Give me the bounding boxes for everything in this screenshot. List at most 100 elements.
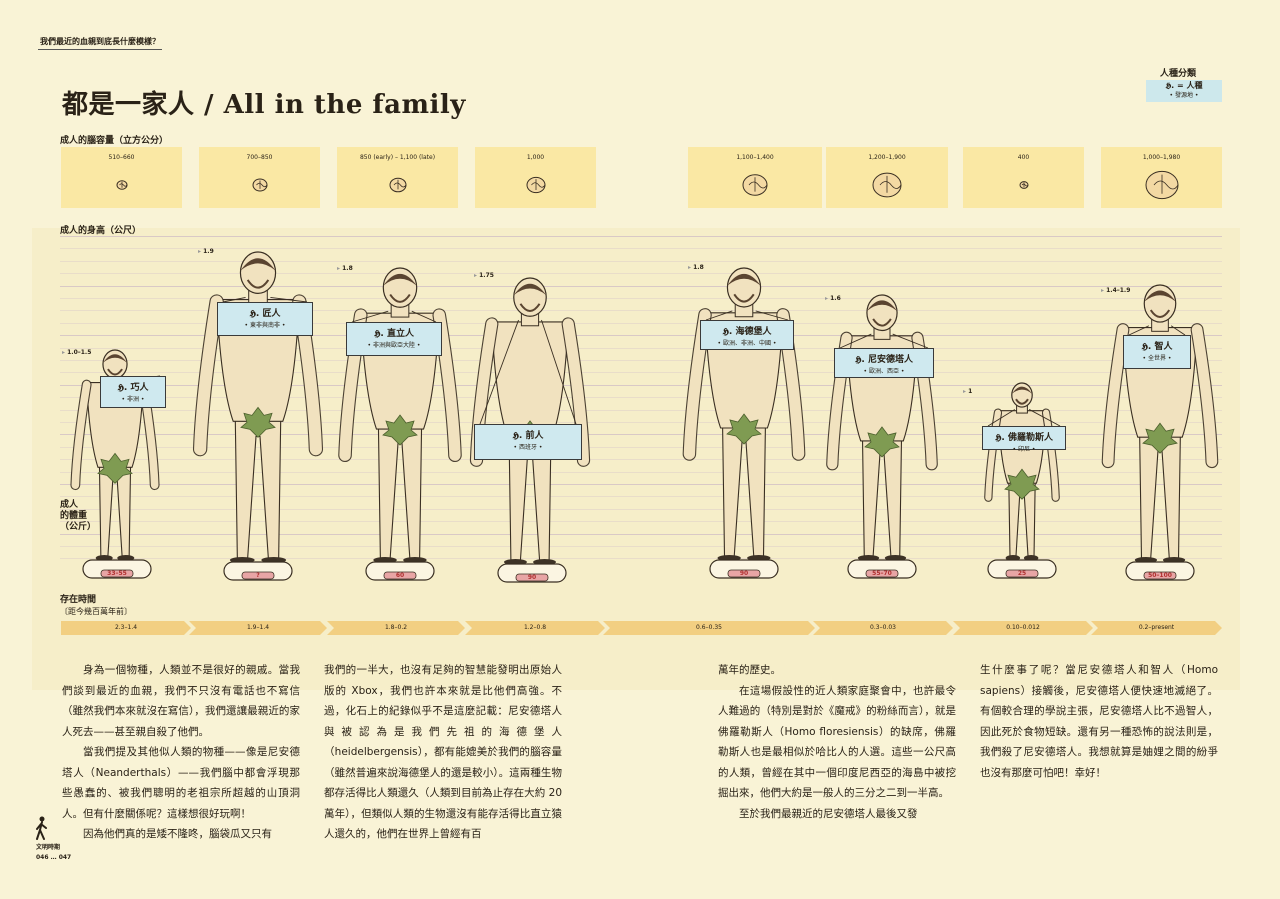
weight-value: 33–55 [107,570,127,577]
brain-icon [872,172,902,198]
page-numbers: 046 … 047 [36,854,72,861]
brain-icon [389,177,406,193]
hair [727,273,761,286]
section-tag: 我們最近的血親到底長什麼模樣？ [38,36,162,50]
species-region: • 西班牙 • [513,444,543,451]
time-heading-1: 存在時間 [60,595,97,605]
hominin-figure [826,294,938,579]
grid-line [60,298,1222,299]
sign-string [479,319,577,425]
brain-icon [526,176,545,194]
hominin-figure [682,267,806,579]
height-marker: 1.4–1.9 [1101,287,1130,294]
hominin-figure [338,267,462,581]
sign-string [705,310,789,321]
brain-capacity-box: 1,200–1,900 [826,147,948,208]
beard [246,279,270,289]
bathroom-scale [497,563,567,583]
brain-capacity-value: 1,000 [526,154,545,161]
sign-string [351,310,437,323]
sign-string [1128,325,1186,336]
hair [102,354,128,363]
brain-heading: 成人的腦容量（立方公分） [60,136,169,146]
species-region: • 非洲 • [121,396,145,403]
scale-dial [727,569,761,578]
left-arm-fill [71,380,91,489]
weight-heading-3: （公斤） [60,522,97,532]
species-name: 𝕳. 匠人 [249,309,281,319]
grid-line [60,521,1222,523]
brain-icon [252,178,267,192]
brain-capacity-value: 700–850 [246,154,273,161]
paragraph: 生什麼事了呢？當尼安德塔人和智人（Homo sapiens）接觸後，尼安德塔人便… [980,664,1218,779]
grid-line [60,260,1222,262]
weight-value: 25 [1017,570,1027,577]
grid-line [60,397,1222,399]
scale-dial [865,569,899,578]
weight-value: 60 [395,572,405,579]
page-title: 都是一家人 / All in the family [62,90,466,120]
species-sign: 𝕳. 直立人 • 非洲與歐亞大陸 • [346,322,442,356]
grid-line [60,533,1222,535]
grid-line [60,310,1222,312]
bathroom-scale [365,561,435,581]
grid-line [60,384,1222,386]
timeline-segment: 1.9–1.4 [189,621,327,635]
species-sign: 𝕳. 巧人 • 非洲 • [100,376,166,408]
species-region: • 非洲與歐亞大陸 • [367,342,421,349]
grid-line [60,360,1222,361]
brain-icon [1145,170,1178,200]
grid-line [60,409,1222,411]
height-marker: 1.75 [474,272,494,279]
species-region: • 東非與南非 • [244,322,286,329]
legs [234,416,282,559]
hair [513,283,547,296]
species-name: 𝕳. 佛羅勒斯人 [995,433,1053,443]
text-column-1: 身為一個物種，人類並不是很好的親戚。當我們談到最近的血親，我們不只沒有電話也不寫… [62,660,300,845]
time-heading: 存在時間 〔距今幾百萬年前〕 [60,595,132,617]
footer: 文明時期 046 … 047 [36,843,71,863]
species-name: 𝕳. 巧人 [117,383,149,393]
timeline-segment: 0.10–0.012 [953,621,1093,635]
scale-dial [100,569,134,578]
species-name: 𝕳. 尼安德塔人 [855,355,913,365]
legend-sub: • 發源地 • [1169,92,1199,99]
grid-line [60,471,1222,473]
height-marker: 1.6 [825,295,841,302]
legend-box: 𝕳. = 人種 • 發源地 • [1146,80,1222,102]
beard [107,368,123,376]
beard [389,293,411,303]
grid-line [60,273,1222,275]
right-arm-fill [562,318,590,466]
species-name: 𝕳. 直立人 [374,329,414,339]
species-sign: 𝕳. 匠人 • 東非與南非 • [217,302,313,336]
timeline-segment: 1.8–0.2 [327,621,465,635]
grid-line [60,335,1222,337]
beard [872,318,892,327]
text-column-4: 生什麼事了呢？當尼安德塔人和智人（Homo sapiens）接觸後，尼安德塔人便… [980,660,1218,783]
scale-dial [1143,571,1177,580]
height-marker: 1.8 [337,265,353,272]
species-region: • 全世界 • [1142,355,1172,362]
species-name: 𝕳. 海德堡人 [722,327,772,337]
hominin-figure [984,382,1061,579]
scale-dial [1005,569,1039,578]
grid-line [60,285,1222,287]
brain-capacity-value: 400 [1017,154,1030,161]
grid-line [60,248,1222,250]
bathroom-scale [987,559,1057,579]
sign-string [222,297,308,303]
paragraph: 至於我們最親近的尼安德塔人最後又發 [739,807,918,820]
torso [491,321,569,436]
weight-value: 50–100 [1148,572,1172,579]
species-region: • 歐洲、西亞 • [863,368,905,375]
hair [383,273,417,286]
timeline-segment: 0.3–0.03 [813,621,953,635]
left-arm-fill [194,295,223,456]
brain-capacity-box: 1,000 [475,147,596,208]
beard [519,303,541,312]
paragraph: 萬年的歷史。 [718,664,781,676]
brain-icon [1019,181,1028,189]
hair [1144,290,1176,302]
grid-line [60,372,1222,374]
